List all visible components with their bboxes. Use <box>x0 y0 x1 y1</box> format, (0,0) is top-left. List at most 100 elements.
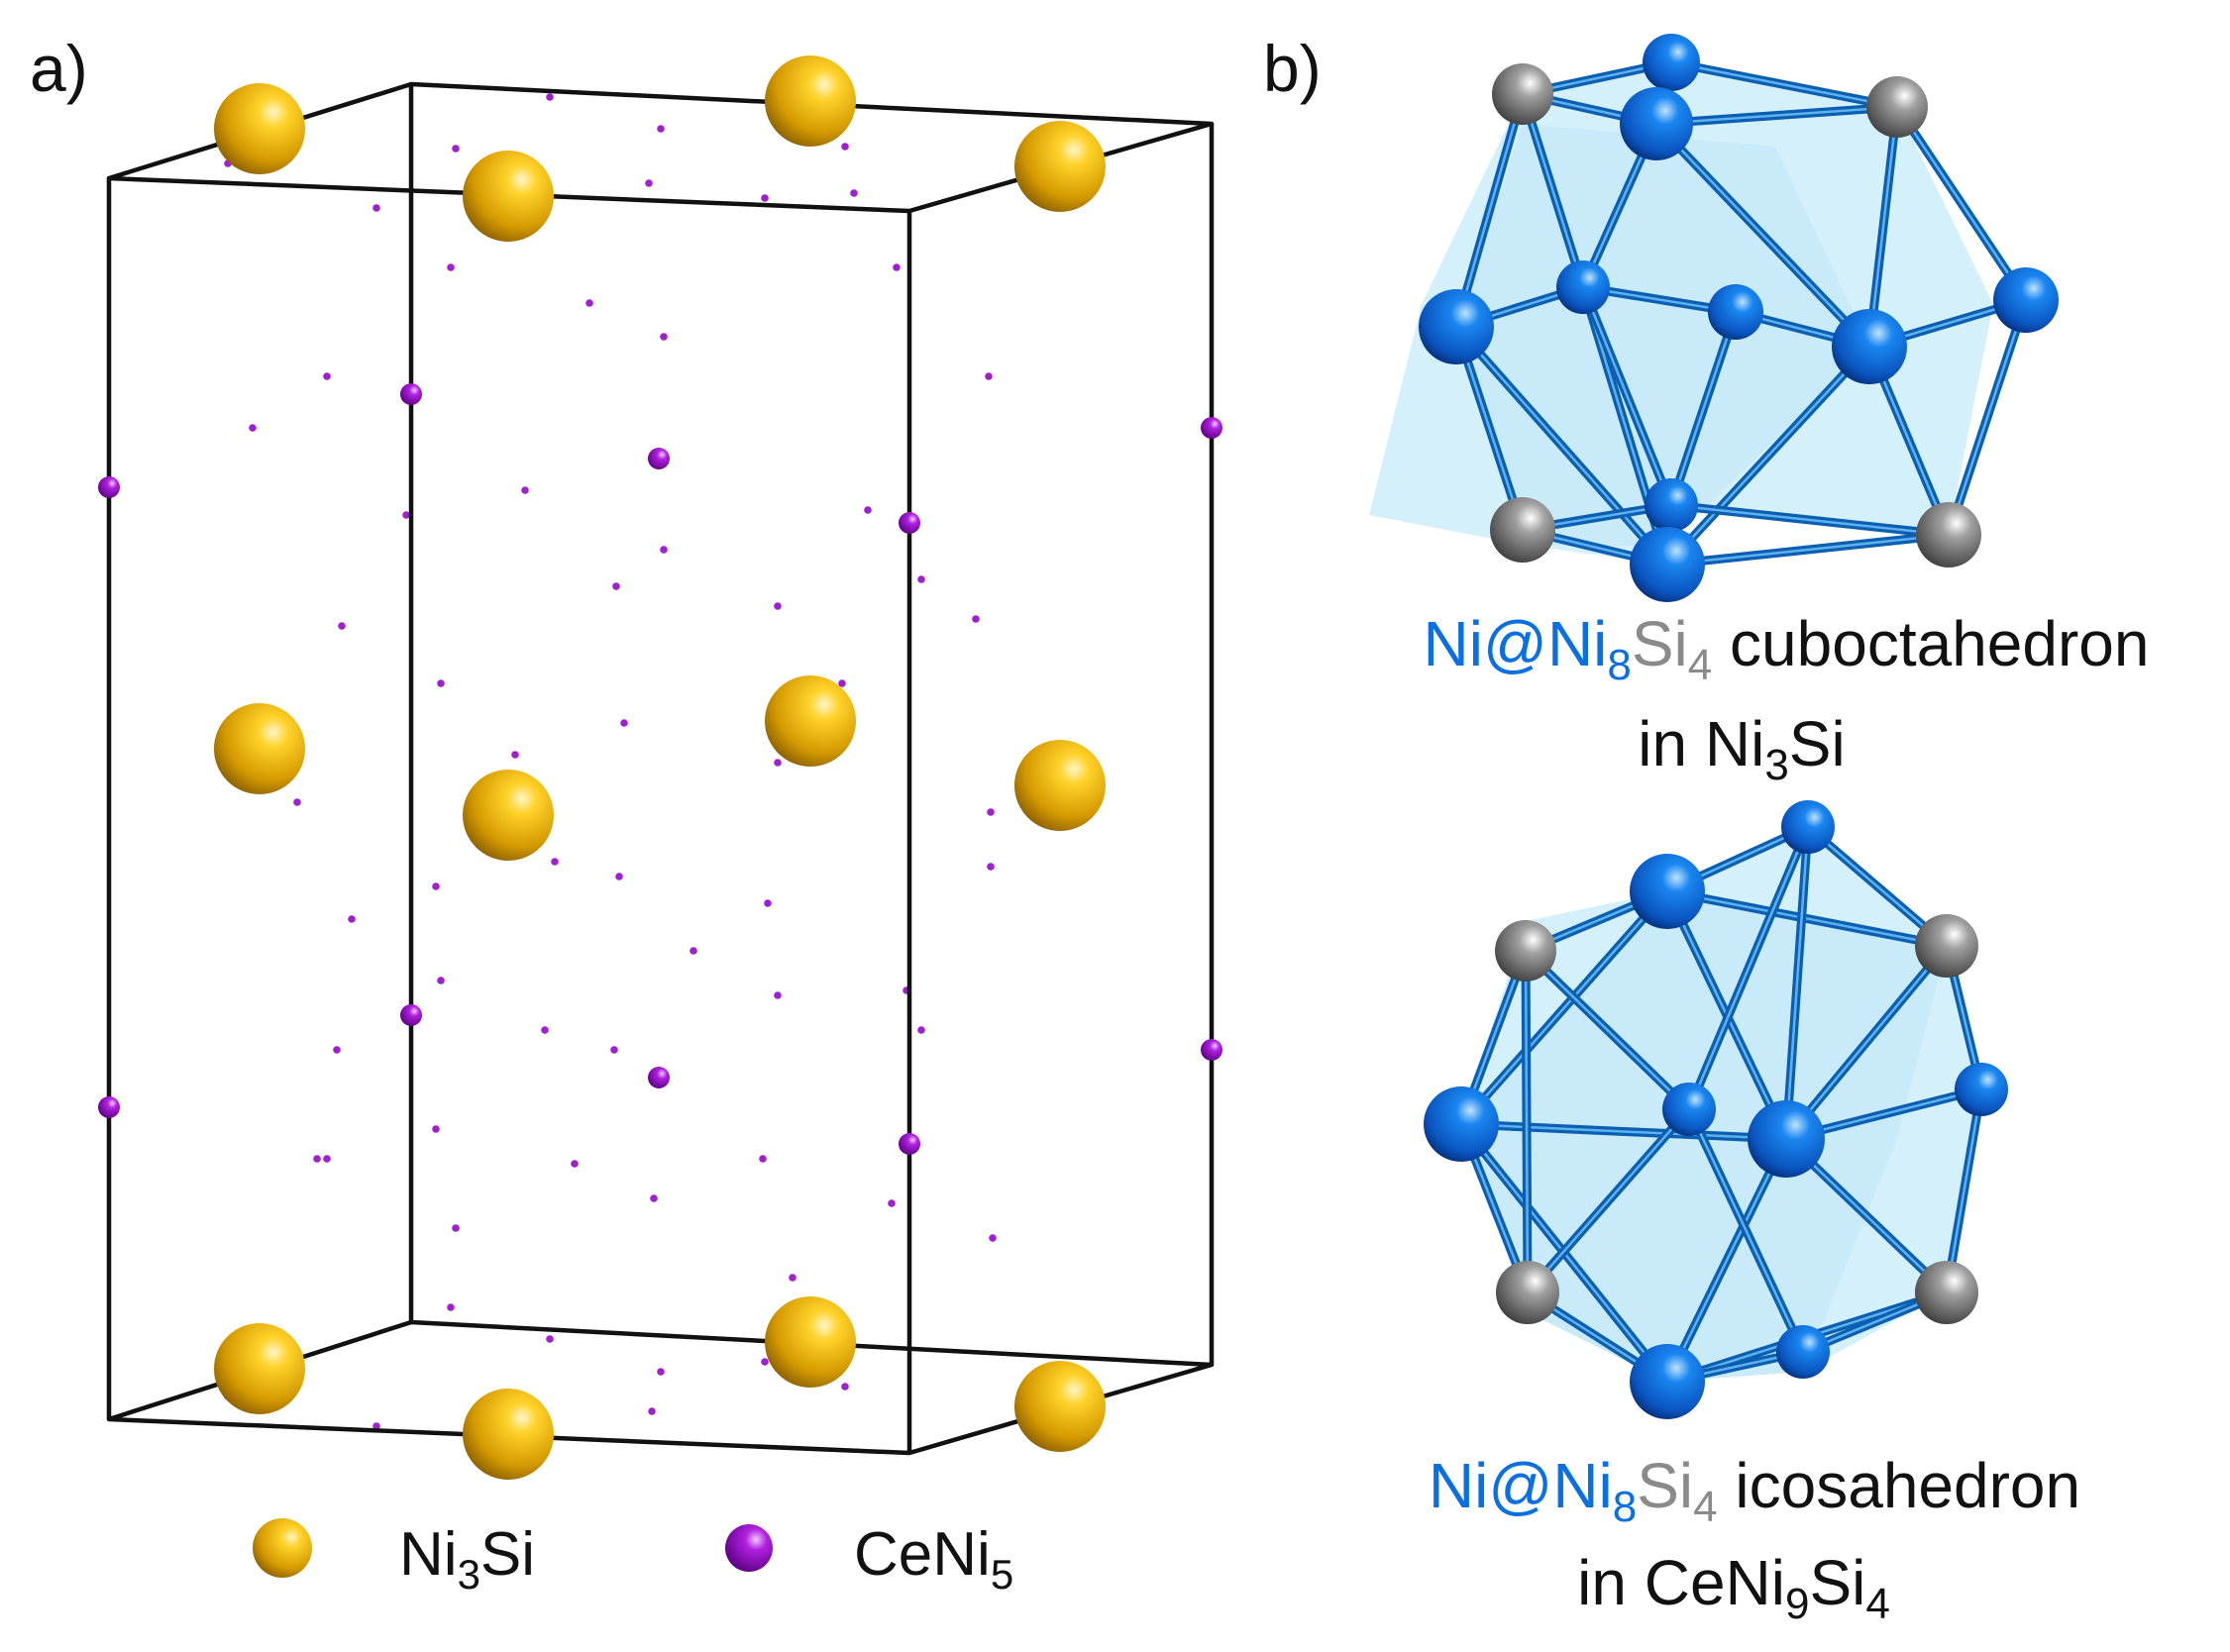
ni-atom <box>1832 309 1907 384</box>
small-atom-dot <box>987 808 995 816</box>
si-atom <box>1496 1261 1559 1324</box>
cubo-bond-highlight <box>1867 106 1899 348</box>
small-atom-dot <box>323 1155 331 1163</box>
cubo-bond-highlight <box>1666 346 1870 566</box>
small-atom-dot <box>447 1303 455 1311</box>
small-atom-dot <box>850 189 858 197</box>
small-atom-dot <box>372 1422 380 1430</box>
si-atom <box>1495 920 1556 981</box>
icosa-bond-highlight <box>1666 889 1948 948</box>
ni-atom <box>1708 284 1763 340</box>
panel-b-label: b) <box>1263 32 1322 105</box>
si-atom <box>1490 497 1555 563</box>
small-atom-dot <box>774 602 782 610</box>
si-atom <box>1492 63 1553 125</box>
small-atom-dot <box>972 615 980 623</box>
ni-atom <box>1630 854 1705 929</box>
icosa-bond-highlight <box>1665 1138 1788 1383</box>
cubo-bond-highlight <box>1521 93 1585 288</box>
small-atom-dot <box>648 1407 656 1415</box>
icosa-bond-highlight <box>1687 1108 1805 1353</box>
cubo-bond-highlight <box>1666 533 1950 567</box>
ceni5-atom <box>400 1004 422 1026</box>
small-atom-dot <box>893 263 901 271</box>
small-atom-dot <box>511 751 519 759</box>
small-atom-dot <box>249 424 257 432</box>
ceni5-atom <box>98 476 120 498</box>
small-atom-dot <box>774 991 782 999</box>
small-atom-dot <box>657 125 665 133</box>
small-atom-dot <box>372 204 380 212</box>
ni3si-atom <box>463 770 554 861</box>
small-atom-dot <box>348 915 356 923</box>
si-atom <box>1915 1261 1978 1324</box>
small-atom-dot <box>690 947 697 955</box>
ni-atom <box>1630 527 1705 602</box>
small-atom-dot <box>645 179 653 187</box>
small-atom-dot <box>838 679 846 687</box>
ceni5-atom <box>1201 1039 1222 1061</box>
small-atom-dot <box>761 1358 769 1366</box>
ceni5-atom <box>899 1133 920 1155</box>
small-atom-dot <box>447 263 455 271</box>
small-atom-dot <box>313 1155 321 1163</box>
icosa-caption-line1: Ni@Ni8Si4 icosahedron <box>1429 1450 2080 1531</box>
small-atom-dot <box>917 1026 925 1034</box>
small-atom-dot <box>452 145 460 153</box>
ni-atom <box>1748 1100 1825 1178</box>
small-atom-dot <box>989 1234 997 1242</box>
legend-swatch-ni3si <box>253 1518 312 1578</box>
icosa-bond-highlight <box>1945 1088 1983 1293</box>
small-atom-dot <box>338 622 346 630</box>
ni3si-atom <box>765 1296 856 1388</box>
legend-label-ceni5: CeNi5 <box>854 1520 1013 1598</box>
cubo-bond-highlight <box>1670 60 1898 109</box>
ni-atom <box>1645 478 1698 532</box>
small-atom-dot <box>612 582 620 590</box>
small-atom-dot <box>585 299 593 307</box>
cubo-bond-highlight <box>1455 326 1668 566</box>
small-atom-dot <box>437 679 445 687</box>
polyhedra-panel: b) Ni@Ni8Si4 cuboctahedron in Ni3Si Ni@N… <box>1263 32 2149 1628</box>
small-atom-dot <box>759 1155 767 1163</box>
small-atom-dot <box>774 759 782 767</box>
small-atom-dot <box>546 93 554 101</box>
small-atom-dot <box>521 486 529 494</box>
small-atom-dot <box>333 1046 341 1054</box>
ni-atom <box>1776 1325 1830 1379</box>
ni3si-atom <box>463 151 554 242</box>
icosa-bond-highlight <box>1525 950 1690 1110</box>
small-atom-dot <box>789 1274 796 1282</box>
ni3si-atom <box>214 1323 305 1414</box>
ni3si-atoms <box>214 55 1106 1480</box>
ni3si-atom <box>1014 1361 1106 1452</box>
cubo-bond-highlight <box>1947 299 2028 536</box>
legend-label-ni3si: Ni3Si <box>399 1520 535 1598</box>
ni-atom <box>1630 1344 1705 1419</box>
ni-atom <box>1419 289 1494 364</box>
small-atom-dot <box>615 873 623 880</box>
icosa-bond-highlight <box>1524 950 1530 1293</box>
small-atom-dot <box>650 1194 658 1202</box>
cen-i5-edge-atoms <box>98 383 1222 1155</box>
si-atom <box>1916 502 1981 568</box>
ni-atom <box>1424 1086 1499 1162</box>
ceni5-atom <box>899 512 920 534</box>
cubo-bond-highlight <box>1655 105 1898 126</box>
icosahedron <box>1424 800 2008 1419</box>
small-atom-dot <box>402 511 410 519</box>
cubo-caption-line1: Ni@Ni8Si4 cuboctahedron <box>1424 608 2150 689</box>
ni3si-atom <box>1014 740 1106 831</box>
ni3si-atom <box>463 1389 554 1480</box>
small-atom-dot <box>551 858 559 866</box>
cubo-caption-line2: in Ni3Si <box>1638 708 1845 789</box>
icosa-bond-highlight <box>1460 1122 1787 1141</box>
cubo-atoms <box>1419 34 2059 602</box>
ni-atom <box>1556 260 1610 314</box>
small-atom-dot <box>917 575 925 583</box>
ni3si-atom <box>214 83 305 174</box>
unit-cell-box <box>106 81 1215 1456</box>
small-atom-dot <box>841 143 849 151</box>
icosa-caption-line2: in CeNi9Si4 <box>1577 1547 1890 1628</box>
ni3si-atom <box>1014 121 1106 212</box>
